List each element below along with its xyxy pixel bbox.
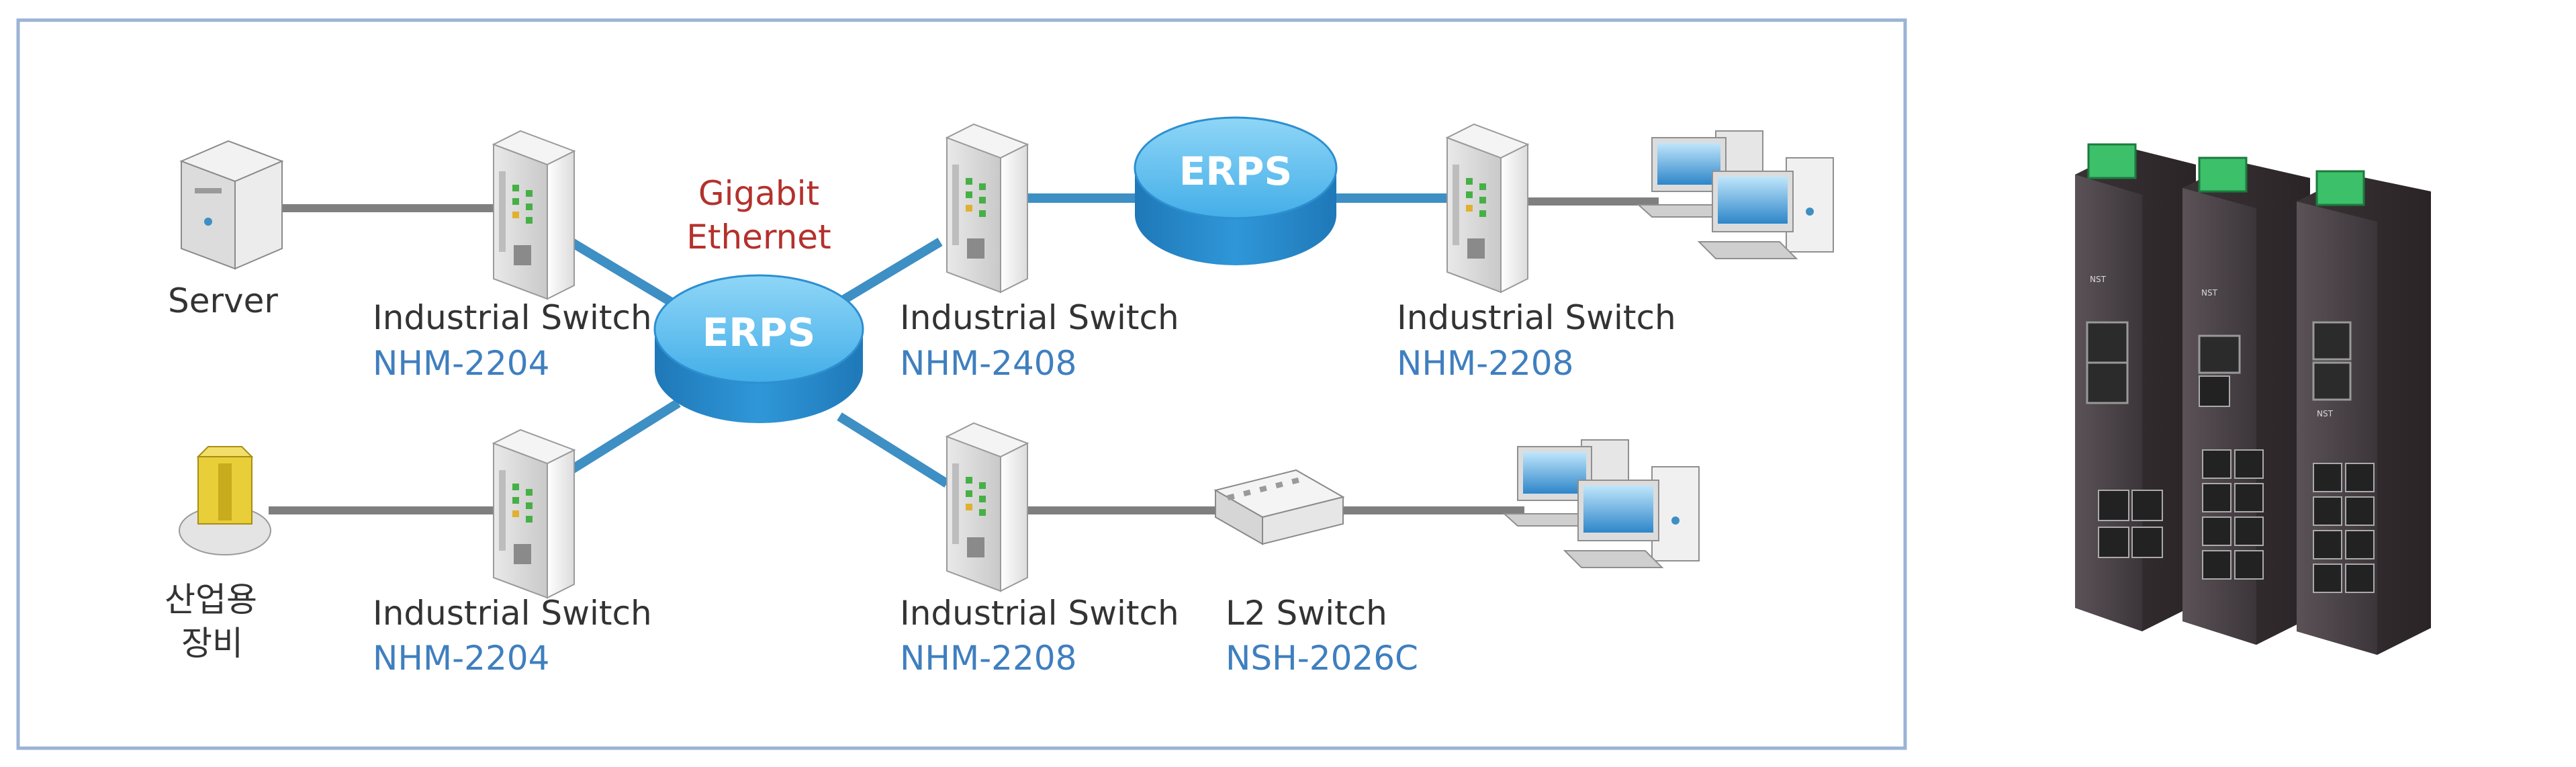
switch-bottom-left-model: NHM-2204 <box>373 639 549 678</box>
server-label: Server <box>168 281 278 320</box>
product-brand-2: NST <box>2201 288 2218 298</box>
gigabit-label-line1: Gigabit <box>698 174 819 213</box>
switch-bottom-mid-model: NHM-2208 <box>900 639 1076 678</box>
industrial-switch-icon <box>1446 124 1528 293</box>
l2-switch-icon <box>1213 469 1345 545</box>
product-brand-3: NST <box>2317 409 2334 418</box>
erps-main-label: ERPS <box>702 310 816 355</box>
erps-ring-secondary <box>1134 116 1338 265</box>
switch-top-right-model: NHM-2208 <box>1397 344 1573 383</box>
erps-secondary-label: ERPS <box>1179 148 1293 194</box>
industrial-switch-icon <box>946 124 1028 293</box>
switch-top-left-model: NHM-2204 <box>373 344 549 383</box>
switch-top-left-label: Industrial Switch <box>373 298 652 337</box>
plain-links <box>269 197 1659 514</box>
l2-switch-model: NSH-2026C <box>1226 639 1418 678</box>
switch-top-right-label: Industrial Switch <box>1397 298 1676 337</box>
industrial-equipment-icon <box>179 446 271 555</box>
l2-switch-label: L2 Switch <box>1226 594 1387 633</box>
server-icon <box>179 140 284 270</box>
gigabit-links <box>568 193 1451 488</box>
industrial-switch-icon <box>493 429 575 598</box>
equipment-label-line1: 산업용 <box>165 580 257 619</box>
switch-bottom-left-label: Industrial Switch <box>373 594 652 633</box>
gigabit-label-line2: Ethernet <box>686 218 831 257</box>
industrial-switch-icon <box>493 130 575 300</box>
switch-top-mid-label: Industrial Switch <box>900 298 1179 337</box>
product-brand-1: NST <box>2090 275 2107 284</box>
switch-bottom-mid-label: Industrial Switch <box>900 594 1179 633</box>
erps-ring-main <box>653 274 864 423</box>
switch-top-mid-model: NHM-2408 <box>900 344 1076 383</box>
product-photo <box>2075 143 2431 655</box>
equipment-label-line2: 장비 <box>181 624 243 663</box>
industrial-switch-icon <box>946 422 1028 592</box>
